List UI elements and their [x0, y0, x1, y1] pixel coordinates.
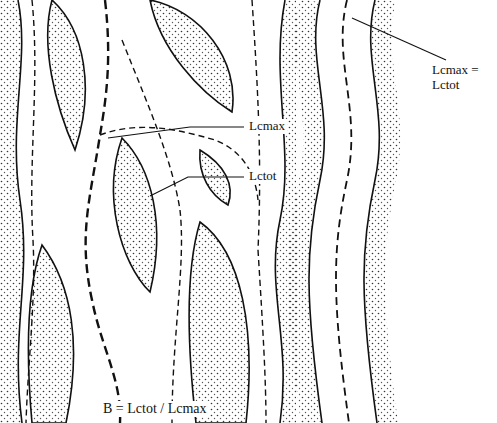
length-label: Lcmax — [247, 119, 287, 134]
bank-stipple — [275, 0, 296, 423]
channel-bar — [48, 0, 86, 150]
bank-stipple — [298, 0, 313, 423]
bank-stipple — [375, 0, 390, 423]
length-label: Lctot — [247, 169, 278, 184]
bank-stipple — [0, 0, 24, 423]
channel-centerline — [336, 0, 351, 423]
longest-channel-line — [86, 0, 121, 423]
channel-bar — [28, 245, 73, 423]
braiding-index-formula: B = Lctot / Lcmax — [100, 401, 210, 417]
channel-centerline — [26, 0, 35, 423]
channel-bar — [114, 138, 157, 292]
channel-centerline — [100, 127, 258, 200]
river-bank — [364, 0, 379, 423]
channel-bar — [189, 222, 249, 423]
channel-centerline — [252, 0, 266, 423]
river-bank — [275, 0, 285, 423]
leader-line — [352, 18, 446, 60]
river-bank — [16, 0, 23, 423]
river-bank — [309, 0, 324, 423]
leader-line — [108, 127, 244, 138]
leader-line — [150, 177, 244, 196]
channel-centerline — [122, 40, 181, 423]
channel-bar — [150, 0, 233, 112]
equality-label: Lcmax = Lctot — [430, 63, 492, 93]
